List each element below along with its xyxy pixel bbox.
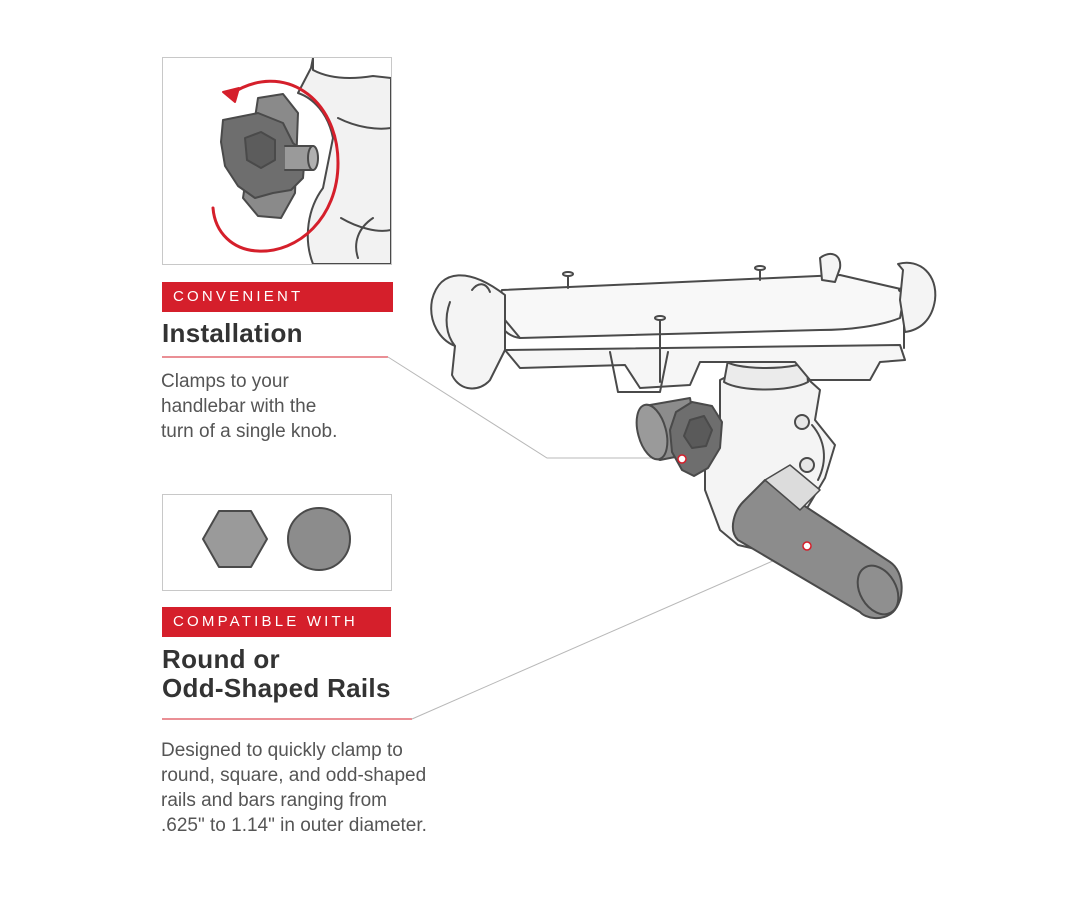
heading-line: Odd-Shaped Rails — [162, 673, 391, 703]
feature-heading-rails: Round or Odd-Shaped Rails — [162, 645, 462, 703]
description-line: .625" to 1.14" in outer diameter. — [161, 815, 427, 836]
description-line: Clamps to your — [161, 371, 289, 392]
phone-mount-clamp-illustration — [430, 252, 937, 619]
rail-shapes-panel — [162, 494, 392, 591]
description-line: rails and bars ranging from — [161, 790, 387, 811]
round-rail-shape-icon — [287, 507, 351, 571]
knob-rotation-detail-illustration — [211, 58, 391, 264]
feature-description-installation: Clamps to your handlebar with the turn o… — [161, 369, 401, 444]
description-line: handlebar with the — [161, 396, 317, 417]
knob-detail-panel — [162, 57, 392, 265]
callout-line-installation — [162, 356, 680, 459]
feature-description-rails: Designed to quickly clamp to round, squa… — [161, 738, 481, 838]
feature-heading-installation: Installation — [162, 318, 303, 348]
feature-tag-convenient: CONVENIENT — [162, 282, 393, 312]
description-line: turn of a single knob. — [161, 421, 338, 442]
callout-line-rails — [162, 545, 808, 720]
heading-line: Round or — [162, 644, 280, 674]
feature-tag-compatible-with: COMPATIBLE WITH — [162, 607, 391, 637]
description-line: round, square, and odd-shaped — [161, 765, 427, 786]
description-line: Designed to quickly clamp to — [161, 740, 403, 761]
hexagon-rail-shape-icon — [202, 510, 268, 568]
